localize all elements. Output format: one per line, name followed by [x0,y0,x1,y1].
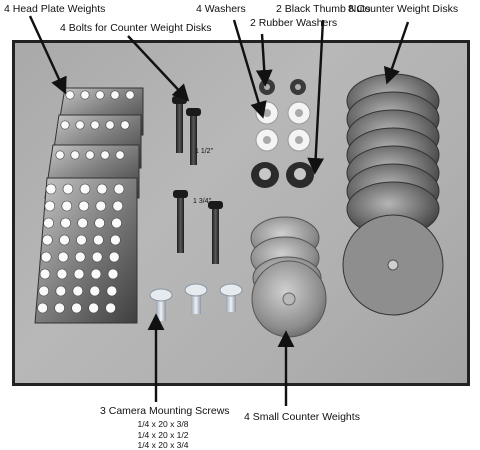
label-bolts: 4 Bolts for Counter Weight Disks [60,22,212,34]
label-counter-weight-disks: 8 Counter Weight Disks [348,3,459,15]
screw-size-1: 1/4 x 20 x 3/8 [137,419,189,429]
label-rubber-washers: 2 Rubber Washers [250,17,338,29]
label-thumb-nuts: 2 Black Thumb Nuts [276,3,371,15]
parts-illustration: 1 1/2" 1 3/4" [34,73,444,338]
label-camera-screws: 3 Camera Mounting Screws [100,405,230,417]
label-washers: 4 Washers [196,3,246,15]
bolt-size-label-1: 1 1/2" [195,148,214,155]
camera-mounting-screws [149,283,243,321]
screw-size-2: 1/4 x 20 x 1/2 [137,430,189,440]
head-plate-weights [34,87,144,324]
counter-weight-bolts [172,96,223,264]
counter-weight-disks [342,73,444,316]
black-thumb-nuts [251,162,314,188]
screw-size-3: 1/4 x 20 x 3/4 [137,440,189,450]
small-counter-weights [250,216,327,338]
label-small-counter-weights: 4 Small Counter Weights [244,411,360,423]
label-head-plate-weights: 4 Head Plate Weights [4,3,106,15]
washers [255,79,311,152]
product-photo: 1 1/2" 1 3/4" [12,40,470,386]
bolt-size-label-2: 1 3/4" [193,198,212,205]
